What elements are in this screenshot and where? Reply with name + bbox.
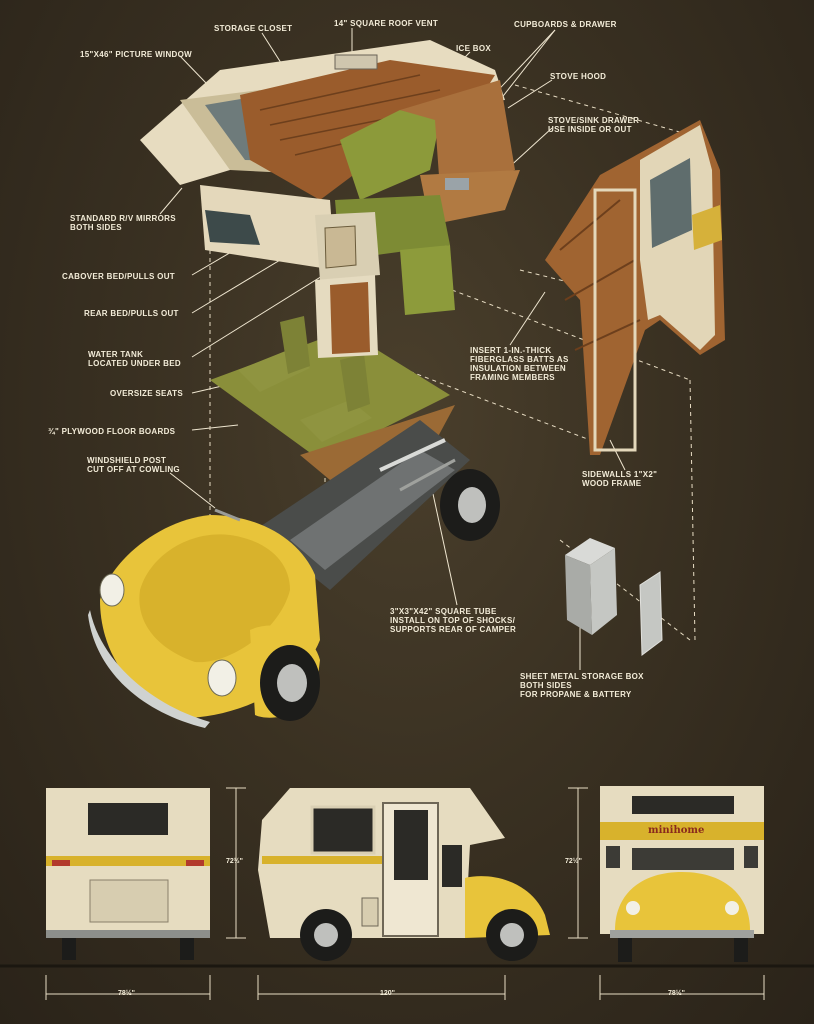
dimension-lines (45, 787, 765, 1000)
label-cupboards-drawer: CUPBOARDS & DRAWER (514, 20, 617, 29)
label-stove-hood: STOVE HOOD (550, 72, 607, 81)
label-insulation: INSERT 1-IN.-THICK FIBERGLASS BATTS AS I… (470, 346, 569, 382)
dim-length: 120" (380, 990, 395, 997)
rear-elevation (46, 788, 210, 960)
label-windshield-post: WINDSHIELD POST CUT OFF AT COWLING (87, 456, 180, 474)
label-water-tank: WATER TANK LOCATED UNDER BED (88, 350, 181, 368)
label-stove-sink-drawer: STOVE/SINK DRAWER USE INSIDE OR OUT (548, 116, 640, 134)
dim-height-left: 72½" (226, 858, 243, 865)
detached-sidewall (545, 120, 725, 455)
yellow-beetle-front (88, 508, 320, 728)
label-rv-mirrors: STANDARD R/V MIRRORS BOTH SIDES (70, 214, 176, 232)
dim-front-width: 78½" (668, 990, 685, 997)
label-square-tube: 3"X3"X42" SQUARE TUBE INSTALL ON TOP OF … (390, 607, 517, 634)
label-roof-vent: 14" SQUARE ROOF VENT (334, 19, 439, 28)
label-rear-bed: REAR BED/PULLS OUT (84, 309, 179, 318)
sheet-metal-storage-box (565, 538, 663, 656)
camper-cabin (140, 40, 520, 358)
label-storage-closet: STORAGE CLOSET (214, 24, 293, 33)
label-cabover-bed: CABOVER BED/PULLS OUT (62, 272, 175, 281)
label-sidewalls: SIDEWALLS 1"X2" WOOD FRAME (582, 470, 658, 488)
minihome-logo: minihome (648, 825, 705, 836)
label-storage-box: SHEET METAL STORAGE BOX BOTH SIDES FOR P… (520, 672, 644, 699)
label-ice-box: ICE BOX (456, 44, 491, 53)
dim-rear-width: 78½" (118, 990, 135, 997)
side-elevation (258, 788, 550, 961)
label-oversize-seats: OVERSIZE SEATS (110, 389, 183, 398)
label-picture-window: 15"X46" PICTURE WINDOW (80, 50, 192, 59)
label-plywood-floor: ¾" PLYWOOD FLOOR BOARDS (48, 427, 176, 436)
dim-height-right: 72½" (565, 858, 582, 865)
front-elevation (600, 786, 764, 962)
beetle-chassis (255, 420, 500, 590)
oversize-seats (238, 316, 372, 442)
